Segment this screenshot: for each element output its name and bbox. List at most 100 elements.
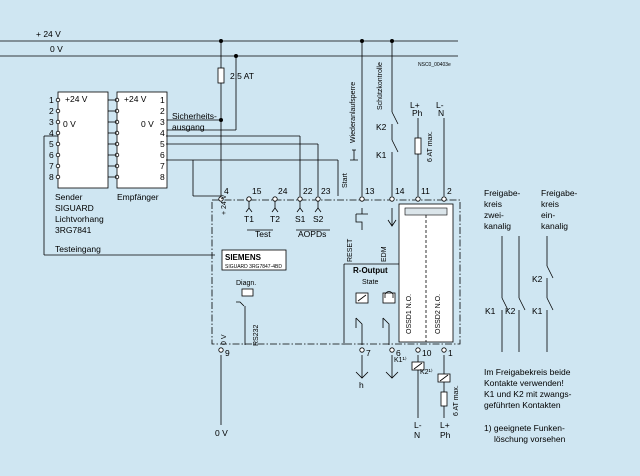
terminal (55, 141, 61, 147)
receiver-vzero: 0 V (141, 119, 154, 129)
note-main: Im Freigabekreis beide Kontakte verwende… (484, 367, 574, 410)
diag-led-icon (241, 288, 254, 297)
circuit-one-channel: Freigabe- kreis ein- kanalig (541, 188, 580, 231)
bottom-terminal (441, 347, 447, 353)
bottom-terminal (359, 347, 365, 353)
safety-output-label: Sicherheits- ausgang (172, 111, 219, 132)
receiver-pin-label: 4 (160, 128, 165, 138)
release-k2: K2 (505, 306, 516, 316)
sender-box (57, 91, 109, 189)
release-k1: K1 (485, 306, 496, 316)
receiver-vplus: +24 V (124, 94, 147, 104)
ossd1-label: OSSD1 N.O. (406, 294, 413, 334)
bottom-terminal (218, 347, 224, 353)
start-label: Start (342, 173, 349, 188)
sender-vplus: +24 V (65, 94, 88, 104)
terminal (55, 152, 61, 158)
input-arrow-icon (271, 207, 279, 213)
sender-pin-label: 7 (49, 161, 54, 171)
receiver-pin-label: 5 (160, 139, 165, 149)
group-test: Test (255, 229, 271, 239)
fuse-out-label: 6 AT max. (427, 131, 434, 162)
test-input-label: Testeingang (55, 244, 101, 254)
terminal (55, 108, 61, 114)
input-arrow-icon (296, 207, 304, 213)
sender-pin-label: 2 (49, 106, 54, 116)
fuse-out2-label: 6 AT max. (453, 385, 460, 416)
top-terminal-label: 24 (278, 186, 288, 196)
restart-lock-label: Wiederanlaufsperre (350, 82, 357, 143)
fuse-out-icon (414, 137, 422, 155)
receiver-pin-label: 8 (160, 172, 165, 182)
test-element-label: T1 (244, 214, 254, 224)
input-arrow-icon (314, 207, 322, 213)
brand-plate (221, 249, 287, 271)
top-terminal-label: 22 (303, 186, 313, 196)
fuse-out2-icon (440, 391, 448, 407)
test-element-label: S2 (313, 214, 324, 224)
bottom-terminal (389, 347, 395, 353)
bottom-terminal-label: 9 (225, 348, 230, 358)
top-terminal-label: 11 (421, 186, 430, 196)
k2-coil-label: K2¹⁾ (420, 368, 433, 376)
circuit-two-channel: Freigabe- kreis zwei- kanalig (484, 188, 523, 231)
zero-label: 0 V (50, 44, 63, 54)
top-terminal (441, 196, 447, 202)
input-arrow-icon (245, 207, 253, 213)
top-terminal (246, 196, 252, 202)
state-label: State (362, 279, 378, 286)
bottom-terminal-label: 7 (366, 348, 371, 358)
top-terminal-label: 23 (321, 186, 331, 196)
k1-check: K1 (376, 150, 387, 160)
top-terminal-label: 15 (252, 186, 262, 196)
receiver-box (116, 91, 168, 189)
sender-pin-label: 6 (49, 150, 54, 160)
top-terminal (297, 196, 303, 202)
test-element-label: S1 (295, 214, 306, 224)
plus24-label: + 24 V (36, 29, 61, 39)
terminal (55, 119, 61, 125)
reset-label: RESET (347, 238, 354, 262)
terminal (55, 97, 61, 103)
rs232-label: RS232 (253, 324, 260, 346)
fuse-main-icon (217, 67, 225, 84)
terminal (55, 174, 61, 180)
top-terminal-label: 13 (365, 186, 375, 196)
bottom-zero-label: 0 V (215, 428, 228, 438)
ph-bottom: Ph (440, 430, 451, 440)
top-terminal-label: 4 (224, 186, 229, 196)
sender-pin-label: 4 (49, 128, 54, 138)
top-terminal (315, 196, 321, 202)
terminal (55, 130, 61, 136)
device-outline (211, 199, 461, 345)
k1-coil-label: K1¹⁾ (394, 356, 407, 364)
edm-label: EDM (381, 246, 388, 262)
top-terminal (389, 196, 395, 202)
lminus-bottom: L- (414, 420, 422, 430)
output-h-label: h (359, 380, 364, 390)
ph-top: Ph (412, 108, 423, 118)
transistor-icon (355, 317, 363, 345)
start-button-icon (350, 149, 358, 161)
top-terminal (272, 196, 278, 202)
receiver-title: Empfänger (117, 192, 159, 202)
lminus-top: L- (436, 100, 444, 110)
brand: SIEMENS (225, 253, 262, 262)
lock-icon (382, 292, 396, 304)
sender-pin-label: 5 (49, 139, 54, 149)
receiver-pin-label: 3 (160, 117, 165, 127)
bottom-terminal-label: 1 (448, 348, 453, 358)
receiver-pin-label: 2 (160, 106, 165, 116)
receiver-pin-label: 7 (160, 161, 165, 171)
receiver-pin-label: 1 (160, 95, 165, 105)
test-element-label: T2 (270, 214, 280, 224)
model: SIGUARD 3RG7847-4BD (225, 264, 282, 270)
bottom-terminal (415, 347, 421, 353)
r-output-label: R-Output (353, 266, 388, 275)
top-terminal (359, 196, 365, 202)
lplus-top: L+ (410, 100, 420, 110)
receiver-pin-label: 6 (160, 150, 165, 160)
sender-title: Sender SIGUARD Lichtvorhang 3RG7841 (55, 192, 106, 235)
